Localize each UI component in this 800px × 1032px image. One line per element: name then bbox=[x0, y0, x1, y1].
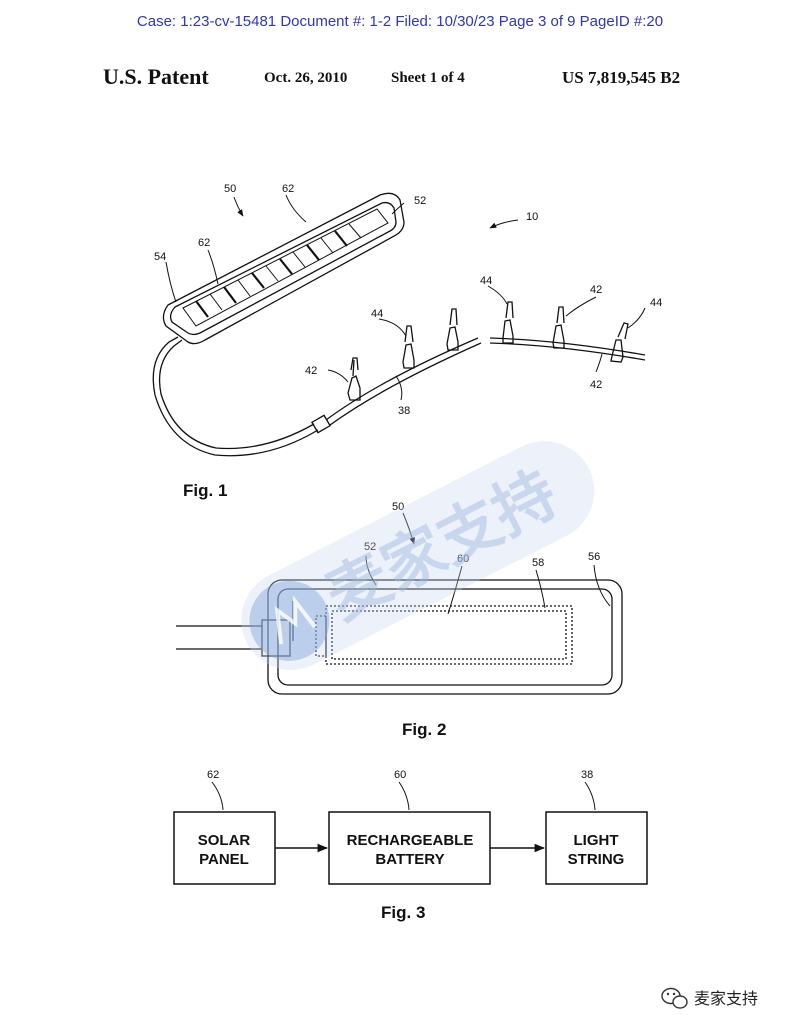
ref-numeral: 62 bbox=[282, 183, 294, 195]
ref-numeral: 56 bbox=[588, 551, 600, 563]
block-label: SOLAR bbox=[198, 832, 251, 849]
case-header: Case: 1:23-cv-15481 Document #: 1-2 File… bbox=[136, 13, 664, 30]
battery-terminal bbox=[315, 615, 327, 657]
footer-brand: 麦家支持 bbox=[661, 987, 758, 1009]
ref-numeral: 58 bbox=[532, 557, 544, 569]
light-bulb bbox=[347, 357, 361, 401]
block-label: BATTERY bbox=[375, 851, 444, 868]
ref-numeral: 42 bbox=[590, 379, 602, 391]
light-bulb bbox=[446, 308, 459, 351]
footer-brand-text: 麦家支持 bbox=[694, 989, 758, 1008]
ref-numeral: 10 bbox=[526, 211, 538, 223]
fig3-label: Fig. 3 bbox=[381, 903, 425, 922]
block-label: STRING bbox=[568, 851, 625, 868]
block-label: RECHARGEABLE bbox=[347, 832, 474, 849]
light-bulb bbox=[610, 322, 629, 363]
light-bulb bbox=[502, 301, 514, 344]
solar-panel-housing bbox=[162, 192, 405, 345]
fig1-leader-lines bbox=[165, 194, 646, 401]
fig1-label: Fig. 1 bbox=[183, 481, 227, 500]
fig2-label: Fig. 2 bbox=[402, 720, 446, 739]
ref-numeral: 38 bbox=[398, 405, 410, 417]
ref-numeral: 52 bbox=[364, 541, 376, 553]
ref-numeral: 52 bbox=[414, 195, 426, 207]
block-label: LIGHT bbox=[574, 832, 619, 849]
wechat-icon bbox=[661, 987, 688, 1009]
block-label: PANEL bbox=[199, 851, 249, 868]
fig2-reference-numerals: 50 52 60 58 56 bbox=[364, 501, 600, 569]
ref-numeral: 54 bbox=[154, 251, 166, 263]
fig1-reference-numerals: 50 62 52 10 54 62 44 44 44 42 42 42 38 bbox=[154, 183, 662, 417]
patent-title: U.S. Patent bbox=[103, 64, 209, 89]
ref-numeral: 42 bbox=[305, 365, 317, 377]
housing-outer bbox=[267, 579, 623, 695]
watermark: 麦家支持 bbox=[241, 441, 595, 671]
block-light-string bbox=[545, 811, 648, 885]
ref-numeral: 44 bbox=[480, 275, 492, 287]
ref-numeral: 60 bbox=[394, 769, 406, 781]
sheet-number: Sheet 1 of 4 bbox=[391, 70, 465, 86]
ref-numeral: 50 bbox=[224, 183, 236, 195]
power-cable bbox=[152, 336, 331, 457]
ref-numeral: 50 bbox=[392, 501, 404, 513]
light-bulb bbox=[552, 306, 565, 349]
ref-numeral: 44 bbox=[371, 308, 383, 320]
solar-cells bbox=[182, 208, 389, 327]
patent-number: US 7,819,545 B2 bbox=[562, 68, 681, 87]
ref-numeral: 42 bbox=[590, 284, 602, 296]
ref-numeral: 38 bbox=[581, 769, 593, 781]
ref-numeral: 62 bbox=[207, 769, 219, 781]
light-string-left bbox=[325, 337, 482, 426]
ref-numeral: 60 bbox=[457, 553, 469, 565]
fig1-drawing bbox=[152, 192, 646, 457]
housing-inner bbox=[277, 588, 613, 686]
cable-strain-relief bbox=[261, 619, 291, 657]
ref-numeral: 44 bbox=[650, 297, 662, 309]
light-bulb bbox=[402, 325, 415, 369]
ref-numeral: 62 bbox=[198, 237, 210, 249]
patent-header: U.S. Patent Oct. 26, 2010 Sheet 1 of 4 U… bbox=[0, 64, 800, 94]
fig3-block-diagram: 62 60 38 SOLAR PANEL RECHARGEABLE BATTER… bbox=[173, 769, 648, 885]
fig2-drawing bbox=[176, 512, 623, 695]
patent-date: Oct. 26, 2010 bbox=[264, 70, 348, 86]
